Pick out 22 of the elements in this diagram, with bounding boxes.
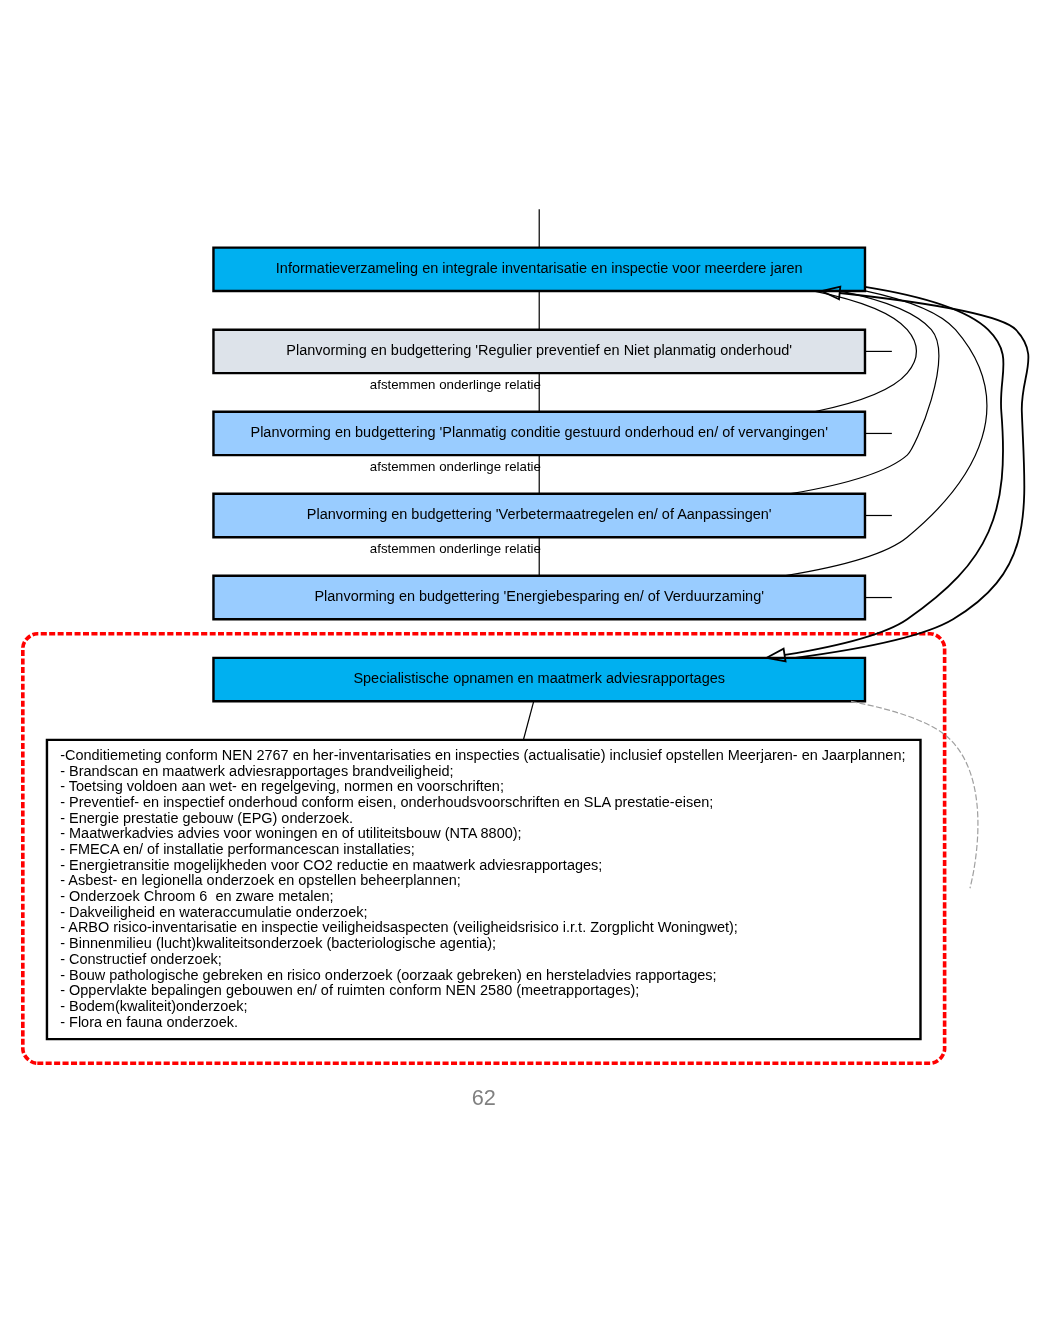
connector (522, 700, 535, 741)
node-box: Specialistische opnamen en maatmerk adviesrapportages (212, 656, 867, 703)
node-box: -Conditiemeting conform NEN 2767 en her-inventarisaties en inspecties (actualisatie) inclusief opstellen Meerjaren- en Jaarplannen; - Brandscan en maatwerk adviesrapportages brandveiligheid; - Toetsing voldoen aan wet- en regelgeving, normen en voorschriften; - Preventief- en inspectief onderhoud conform eisen, onderhoudsvoorschriften en SLA prestatie-eisen; - Energie prestatie gebouw (EPG) onderzoek. - Maatwerkadvies advies voor woningen en of utiliteitsbouw (NTA 8800); - FMECA en/ of installatie performancescan installaties; - Energietransitie mogelijkheden voor CO2 reductie en maatwerk adviesrapportages; - Asbest- en legionella onderzoek en opstellen beheerplannen; - Onderzoek Chroom 6 en zware metalen; - Dakveiligheid en wateraccumulatie onderzoek; - ARBO risico-inventarisatie en inspectie veiligheidsaspecten (veiligheidsrisico i.r.t. Zorgplicht Woningwet); - Binnenmilieu (lucht)kwaliteitsonderzoek (bacteriologische agentia); - Constructief onderzoek; - Bouw pathologische gebreken en risico onderzoek (oorzaak gebreken) en hersteladvies rapportages; - Oppervlakte bepalingen gebouwen en/ of ruimten conform NEN 2580 (meetrapportages); - Bodem(kwaliteit)onderzoek; - Flora en fauna onderzoek. (45, 738, 922, 1041)
connector (813, 290, 918, 413)
connector (850, 700, 979, 889)
cluster (21, 631, 947, 1066)
label: 62 (471, 1084, 496, 1110)
connector (783, 290, 988, 577)
node-box: Planvorming en budgettering 'Verbetermaatregelen en/ of Aanpassingen' (212, 492, 867, 539)
arrow (764, 286, 1005, 663)
node-box: Planvorming en budgettering 'Regulier preventief en Niet planmatig onderhoud' (212, 328, 867, 375)
node-box: Planvorming en budgettering 'Energiebesparing en/ of Verduurzaming' (212, 574, 867, 621)
connector (864, 596, 893, 599)
arrow (794, 285, 1030, 659)
connector (864, 350, 893, 352)
connector (864, 432, 893, 435)
connector (538, 208, 540, 249)
connector (864, 514, 893, 517)
node-box: Planvorming en budgettering 'Planmatig conditie gestuurd onderhoud en/ of vervangingen' (212, 410, 867, 457)
connector (538, 290, 540, 330)
connector (790, 290, 940, 495)
node-box: Informatieverzameling en integrale inventarisatie en inspectie voor meerdere jaren (212, 246, 867, 293)
